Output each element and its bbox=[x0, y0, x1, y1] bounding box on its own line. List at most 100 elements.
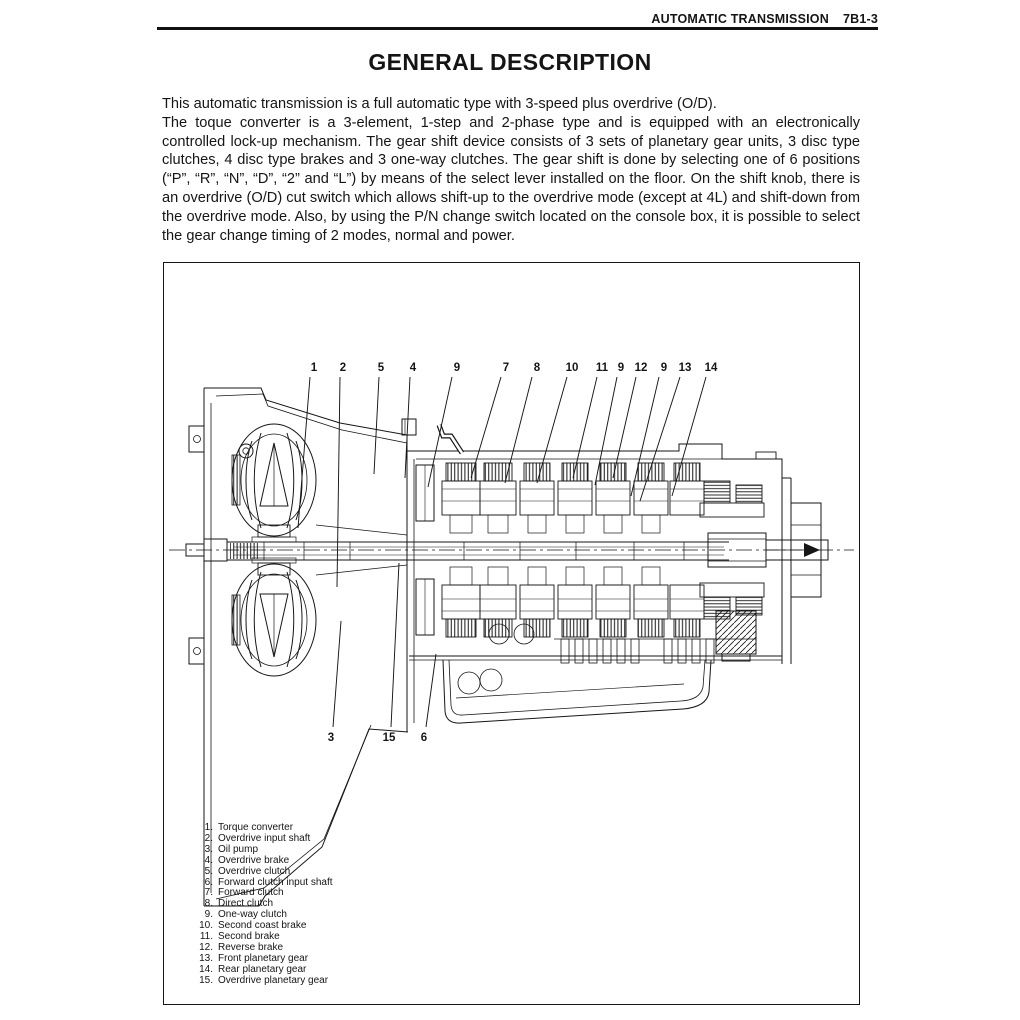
legend-item-label: Overdrive input shaft bbox=[218, 832, 311, 844]
legend-item-label: Direct clutch bbox=[218, 898, 274, 910]
callout-number: 4 bbox=[410, 362, 417, 374]
legend-item-number: 1. bbox=[204, 822, 213, 833]
callout-number: 15 bbox=[383, 732, 396, 744]
callout-number: 9 bbox=[661, 362, 667, 374]
legend-item-number: 6. bbox=[204, 876, 213, 888]
legend-item: 11. Second brake bbox=[194, 931, 333, 943]
legend-item: 4. Overdrive brake bbox=[194, 854, 333, 867]
legend-item-label: Overdrive brake bbox=[218, 854, 290, 866]
legend-item: 7. Forward clutch bbox=[194, 888, 333, 899]
od-one-way-clutch-pack bbox=[519, 462, 555, 534]
legend-item: 3. Oil pump bbox=[194, 843, 333, 856]
legend-item-label: Forward clutch input shaft bbox=[218, 876, 333, 888]
legend-item: 13. Front planetary gear bbox=[194, 952, 333, 965]
legend-item-number: 2. bbox=[204, 832, 213, 844]
paragraph-1: This automatic transmission is a full au… bbox=[162, 96, 717, 112]
callout-leader-line bbox=[470, 376, 502, 479]
callout-number: 11 bbox=[596, 362, 609, 374]
callout-number: 9 bbox=[618, 362, 624, 374]
callout-leader-line bbox=[536, 376, 568, 484]
legend-item-number: 15. bbox=[199, 974, 213, 986]
callout-number: 12 bbox=[635, 362, 648, 374]
callout-leader-line bbox=[671, 376, 707, 497]
callout-leader-line bbox=[630, 376, 660, 497]
legend-item: 14.Rear planetary gear bbox=[194, 963, 333, 976]
callout-number: 13 bbox=[679, 362, 692, 374]
legend-item-label: Overdrive planetary gear bbox=[218, 974, 329, 986]
legend-item-label: Front planetary gear bbox=[218, 952, 309, 964]
legend-item: 15. Overdrive planetary gear bbox=[194, 974, 333, 987]
direct-clutch-pack bbox=[595, 462, 631, 534]
legend-item-number: 13. bbox=[199, 952, 213, 964]
legend-item-label: Reverse brake bbox=[218, 941, 284, 953]
output-shaft-arrow bbox=[804, 543, 820, 557]
legend-item-label: Second brake bbox=[218, 931, 280, 943]
reverse-brake-pack bbox=[669, 462, 705, 516]
header-rule bbox=[157, 27, 878, 30]
valve-body bbox=[457, 623, 756, 695]
callout-leader-line bbox=[427, 376, 453, 488]
legend-item-number: 10. bbox=[199, 920, 213, 932]
legend-item-number: 8. bbox=[204, 898, 213, 910]
legend-item-label: Second coast brake bbox=[218, 920, 307, 932]
callout-leader-line bbox=[639, 376, 681, 502]
extension-housing bbox=[715, 478, 822, 664]
page-title: GENERAL DESCRIPTION bbox=[368, 49, 652, 75]
callout-number: 14 bbox=[705, 362, 718, 374]
planetary-gears bbox=[699, 480, 765, 620]
oil-pan bbox=[442, 659, 712, 724]
callout-leader-line bbox=[390, 562, 400, 728]
legend-item-number: 7. bbox=[204, 887, 213, 899]
page-header: AUTOMATIC TRANSMISSION 7B1-3 bbox=[651, 12, 878, 26]
legend-item-number: 9. bbox=[204, 909, 213, 921]
legend-item: 8. Direct clutch bbox=[194, 898, 333, 910]
callout-number: 10 bbox=[566, 362, 579, 374]
callout-number: 6 bbox=[421, 732, 427, 744]
legend-item-number: 11. bbox=[199, 931, 213, 943]
callout-leader-line bbox=[425, 653, 437, 728]
callout-leader-line bbox=[373, 376, 380, 475]
callout-number: 9 bbox=[454, 362, 460, 374]
callout-leader-line bbox=[404, 376, 411, 479]
callout-number: 3 bbox=[328, 732, 334, 744]
legend-item-number: 12. bbox=[199, 941, 213, 953]
callout-number: 8 bbox=[534, 362, 541, 374]
callout-leader-line bbox=[504, 376, 533, 484]
legend-item: 10. Second coast brake bbox=[194, 920, 333, 932]
legend-item-number: 4. bbox=[204, 854, 213, 866]
legend-item: 6. Forward clutch input shaft bbox=[194, 876, 333, 889]
main-shaft bbox=[185, 538, 729, 562]
legend-item-number: 14. bbox=[199, 963, 213, 975]
legend-item-label: Torque converter bbox=[218, 822, 294, 833]
second-brake-pack bbox=[633, 462, 669, 534]
legend-item-label: Forward clutch bbox=[218, 887, 284, 899]
legend-item-label: Overdrive clutch bbox=[218, 865, 291, 877]
legend-item-label: Oil pump bbox=[218, 843, 259, 855]
bell-housing bbox=[188, 387, 417, 907]
description-text: This automatic transmission is a full au… bbox=[162, 95, 860, 245]
callout-number: 5 bbox=[378, 362, 385, 374]
clutch-packs bbox=[441, 462, 705, 638]
torque-converter bbox=[231, 423, 408, 677]
figure-legend: 1. Torque converter 2. Overdrive input shaf… bbox=[194, 822, 333, 987]
callout-leader-line bbox=[332, 620, 342, 728]
header-page-number: 7B1-3 bbox=[842, 12, 878, 26]
callout-leader-line bbox=[336, 376, 341, 588]
callout-number: 7 bbox=[503, 362, 509, 374]
header-section-title: AUTOMATIC TRANSMISSION bbox=[651, 12, 829, 26]
callout-leader-line bbox=[572, 376, 598, 479]
legend-item-number: 3. bbox=[204, 843, 213, 855]
legend-item: 1. Torque converter bbox=[194, 822, 333, 834]
callout-leader-line bbox=[594, 376, 618, 486]
breather-tube bbox=[436, 424, 465, 455]
legend-item: 12. Reverse brake bbox=[194, 941, 333, 954]
legend-item-number: 5. bbox=[204, 865, 213, 877]
forward-clutch-pack bbox=[557, 462, 593, 534]
legend-item: 2. Overdrive input shaft bbox=[194, 832, 333, 845]
legend-item: 5. Overdrive clutch bbox=[194, 865, 333, 878]
callout-number: 1 bbox=[311, 362, 318, 374]
legend-item: 9.One-way clutch bbox=[194, 909, 333, 921]
